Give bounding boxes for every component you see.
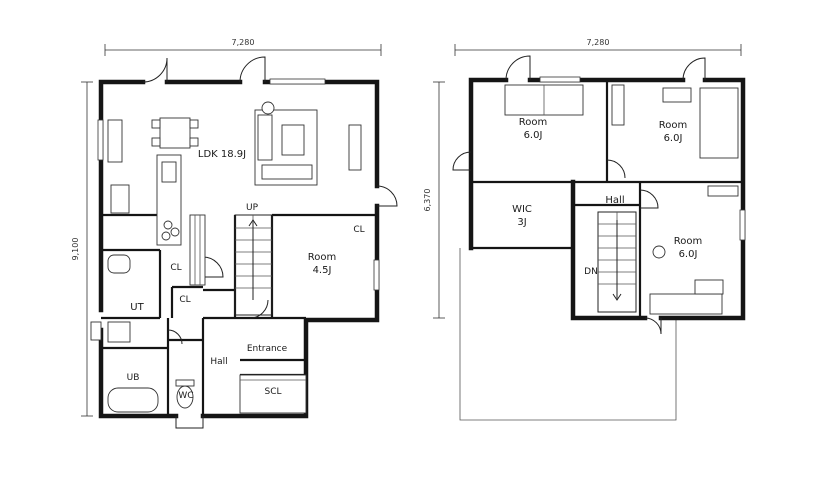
floor-1-plan: 7,280 9,100 [71, 38, 398, 429]
hall-label-2f: Hall [605, 195, 624, 206]
room-c-size-label: 6.0J [679, 249, 698, 260]
ub-label: UB [127, 373, 140, 383]
door-swing [639, 189, 659, 209]
table [159, 117, 191, 149]
door-swing [452, 151, 472, 171]
ut-label: UT [130, 302, 144, 313]
floor-1-height-dimension: 9,100 [71, 81, 93, 417]
stove-burner [163, 220, 173, 230]
sofa [261, 164, 313, 180]
door-swing [249, 299, 269, 319]
floor-1-width-label: 7,280 [232, 38, 255, 47]
chair [151, 119, 161, 129]
toilet-tank [175, 379, 195, 387]
floor-1-stairs [189, 214, 273, 316]
stove-burner [161, 231, 171, 241]
closet-label: CL [179, 295, 190, 305]
desk [694, 279, 724, 295]
room-label: Room [308, 252, 336, 263]
door-swing [376, 185, 398, 207]
room-c-label: Room [674, 236, 702, 247]
floor-2-windows [539, 76, 746, 241]
floor-2-plan: 7,280 6,370 [423, 38, 746, 421]
stairs-up-label: UP [246, 203, 259, 213]
floor-1-width-dimension: 7,280 [104, 38, 382, 56]
floor-2-furniture [504, 84, 739, 315]
tv-stand [348, 124, 362, 171]
stair-storage [189, 214, 206, 286]
entrance-door [175, 416, 204, 429]
bathtub [107, 387, 159, 413]
chair [189, 119, 199, 129]
plant [652, 245, 666, 259]
ut-window [90, 321, 102, 341]
floor-2-width-dimension: 7,280 [454, 38, 742, 56]
entrance-label: Entrance [247, 344, 288, 354]
plant [261, 101, 275, 115]
stairs-up-arrow [248, 219, 258, 300]
floor-2-interior-walls [471, 80, 743, 318]
chair [189, 137, 199, 147]
door-swing [606, 159, 626, 179]
stairs-down-arrow [612, 220, 622, 301]
floor-1-windows [97, 78, 380, 291]
door-swing [202, 256, 224, 278]
room-b-label: Room [659, 120, 687, 131]
stairs-down-label: DN [584, 267, 598, 277]
floor-2-width-label: 7,280 [587, 38, 610, 47]
door-swing [644, 317, 662, 335]
ldk-label: LDK 18.9J [198, 149, 246, 160]
room-closet-label: CL [353, 225, 364, 235]
floor-2-stairs [597, 211, 637, 313]
kitchen-fixtures [107, 119, 182, 246]
fridge [110, 184, 130, 214]
cabinet [107, 119, 123, 163]
floor-1-exterior-wall [98, 79, 380, 419]
door-swing [682, 57, 706, 81]
lower-roof-outline [459, 248, 677, 421]
wic-size-label: 3J [517, 217, 526, 228]
room-a-size-label: 6.0J [524, 130, 543, 141]
sofa [257, 114, 273, 161]
room-b-size-label: 6.0J [664, 133, 683, 144]
ut-closet-label: CL [170, 263, 181, 273]
living-sofa-set [254, 101, 362, 186]
floor-2-height-dimension: 6,370 [423, 81, 445, 319]
window [373, 259, 380, 291]
shoe-closet [239, 374, 307, 414]
room-size-label: 4.5J [313, 265, 332, 276]
wet-area-fixtures [107, 254, 307, 414]
bed [649, 293, 723, 315]
floor-2-height-label: 6,370 [423, 189, 432, 212]
door-swing [239, 56, 266, 83]
window [539, 76, 581, 83]
shoe-closet-label: SCL [264, 387, 281, 397]
desk [662, 87, 692, 103]
floor-2-doors [452, 55, 706, 335]
hall-label: Hall [210, 357, 227, 367]
door-swing [142, 57, 168, 83]
chair [151, 137, 161, 147]
sink [161, 161, 177, 183]
window [269, 78, 326, 85]
door-swing [167, 329, 183, 345]
window [739, 209, 746, 241]
coffee-table [281, 124, 305, 156]
washing-machine [107, 321, 131, 343]
floor-1-height-label: 9,100 [71, 238, 80, 261]
window [97, 119, 104, 161]
dining-table [151, 117, 199, 149]
door-swing [505, 55, 531, 81]
wic-label: WIC [512, 204, 532, 215]
washbasin [107, 254, 131, 274]
shelf [611, 84, 625, 126]
bed [699, 87, 739, 159]
floor-1-doors [90, 56, 398, 429]
room-a-label: Room [519, 117, 547, 128]
wc-label: WC [178, 391, 193, 401]
stove-burner [170, 227, 180, 237]
shelf [707, 185, 739, 197]
